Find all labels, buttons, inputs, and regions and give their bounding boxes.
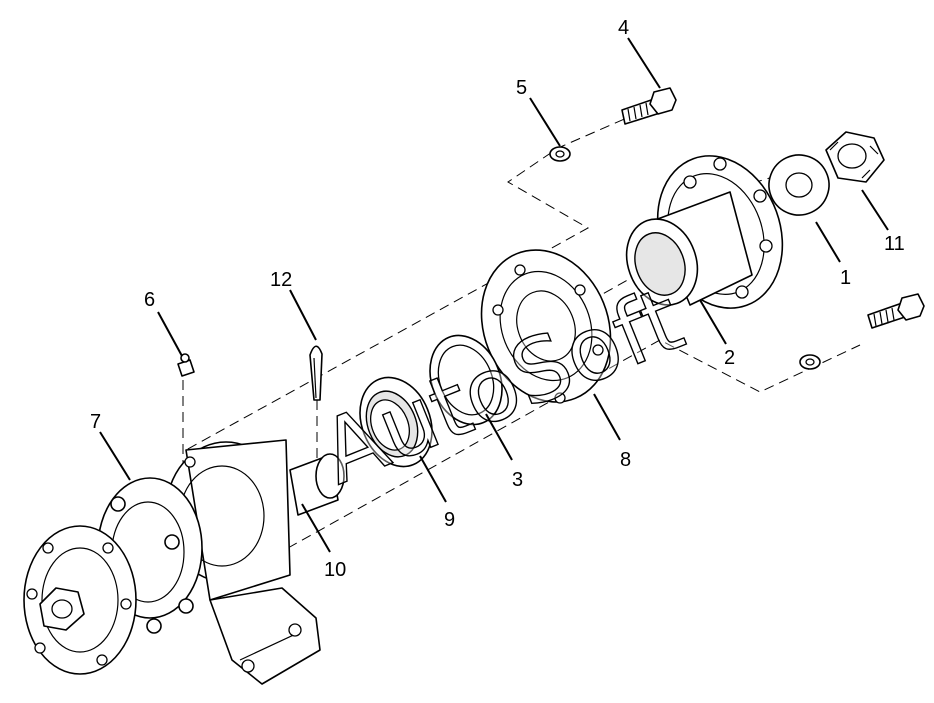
slotted-nut (825, 131, 885, 183)
callout-3: 3 (512, 469, 523, 491)
retainer-flange (480, 249, 612, 404)
callout-4: 4 (618, 17, 629, 39)
callout-1: 1 (840, 267, 851, 289)
grease-fitting (177, 353, 195, 377)
callout-9: 9 (444, 509, 455, 531)
washer-upper (549, 146, 571, 162)
cotter-pin (309, 345, 323, 401)
housing-assembly (23, 439, 345, 685)
callout-7: 7 (90, 411, 101, 433)
flat-washer (768, 154, 830, 216)
companion-flange (625, 155, 784, 309)
callout-10: 10 (324, 559, 346, 581)
gasket (429, 334, 503, 426)
washer-lower (799, 354, 821, 370)
callout-6: 6 (144, 289, 155, 311)
callout-11: 11 (884, 233, 905, 255)
callout-12: 12 (270, 269, 292, 291)
callout-8: 8 (620, 449, 631, 471)
oil-seal (359, 376, 433, 468)
callout-labels: 1 2 3 4 5 6 7 8 9 10 11 12 (90, 17, 905, 581)
bolt-upper (621, 87, 677, 125)
callout-5: 5 (516, 77, 527, 99)
leader-lines (99, 37, 889, 553)
bolt-lower (867, 293, 925, 329)
callout-2: 2 (724, 347, 735, 369)
